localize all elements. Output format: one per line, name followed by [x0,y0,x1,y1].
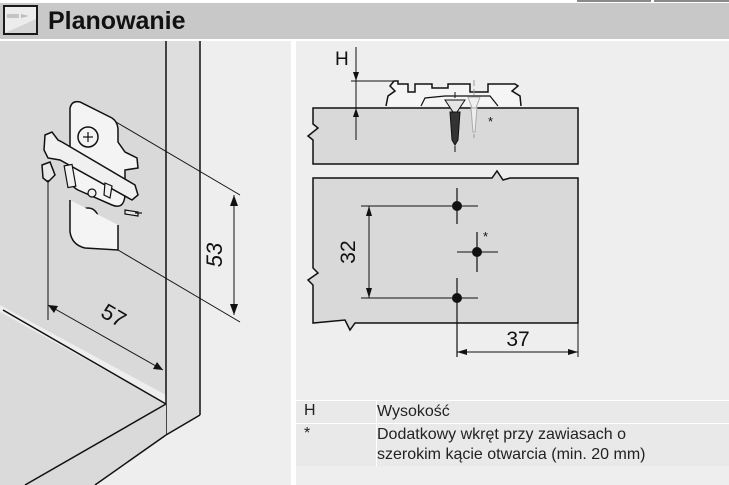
tab-indicator [577,0,651,2]
side-view-asterisk: * [488,114,493,129]
legend-key: H [304,402,316,419]
dimension-32-label: 32 [337,240,360,263]
top-strip [0,0,729,3]
drilling-diagram-panel: * H * 32 37 H Wysoko [296,41,729,485]
section-header: Planowanie [0,3,729,39]
page-title: Planowanie [48,7,186,35]
legend-value-text: Wysokość [377,403,450,420]
dimension-53-label: 53 [202,242,227,267]
dimension-37-label: 37 [506,328,529,351]
legend-value: Dodatkowy wkręt przy zawiasach o szeroki… [376,424,729,466]
legend-key: * [304,425,311,442]
legend-table: H Wysokość * Dodatkowy wkręt przy zawias… [296,400,729,466]
legend-row-asterisk: * Dodatkowy wkręt przy zawiasach o szero… [296,423,729,466]
legend-row-h: H Wysokość [296,400,729,423]
planning-icon [3,5,38,35]
drilling-diagram: * H * 32 37 [296,41,729,400]
mounting-plate-isometric-diagram: 53 57 [0,41,291,485]
legend-value-line: szerokim kącie otwarcia (min. 20 mm) [377,446,646,463]
h-label: H [335,49,349,70]
tab-indicator [654,0,729,2]
legend-value: Wysokość [376,401,729,423]
front-view-asterisk: * [483,229,488,244]
legend-value-line: Dodatkowy wkręt przy zawiasach o [377,426,626,443]
